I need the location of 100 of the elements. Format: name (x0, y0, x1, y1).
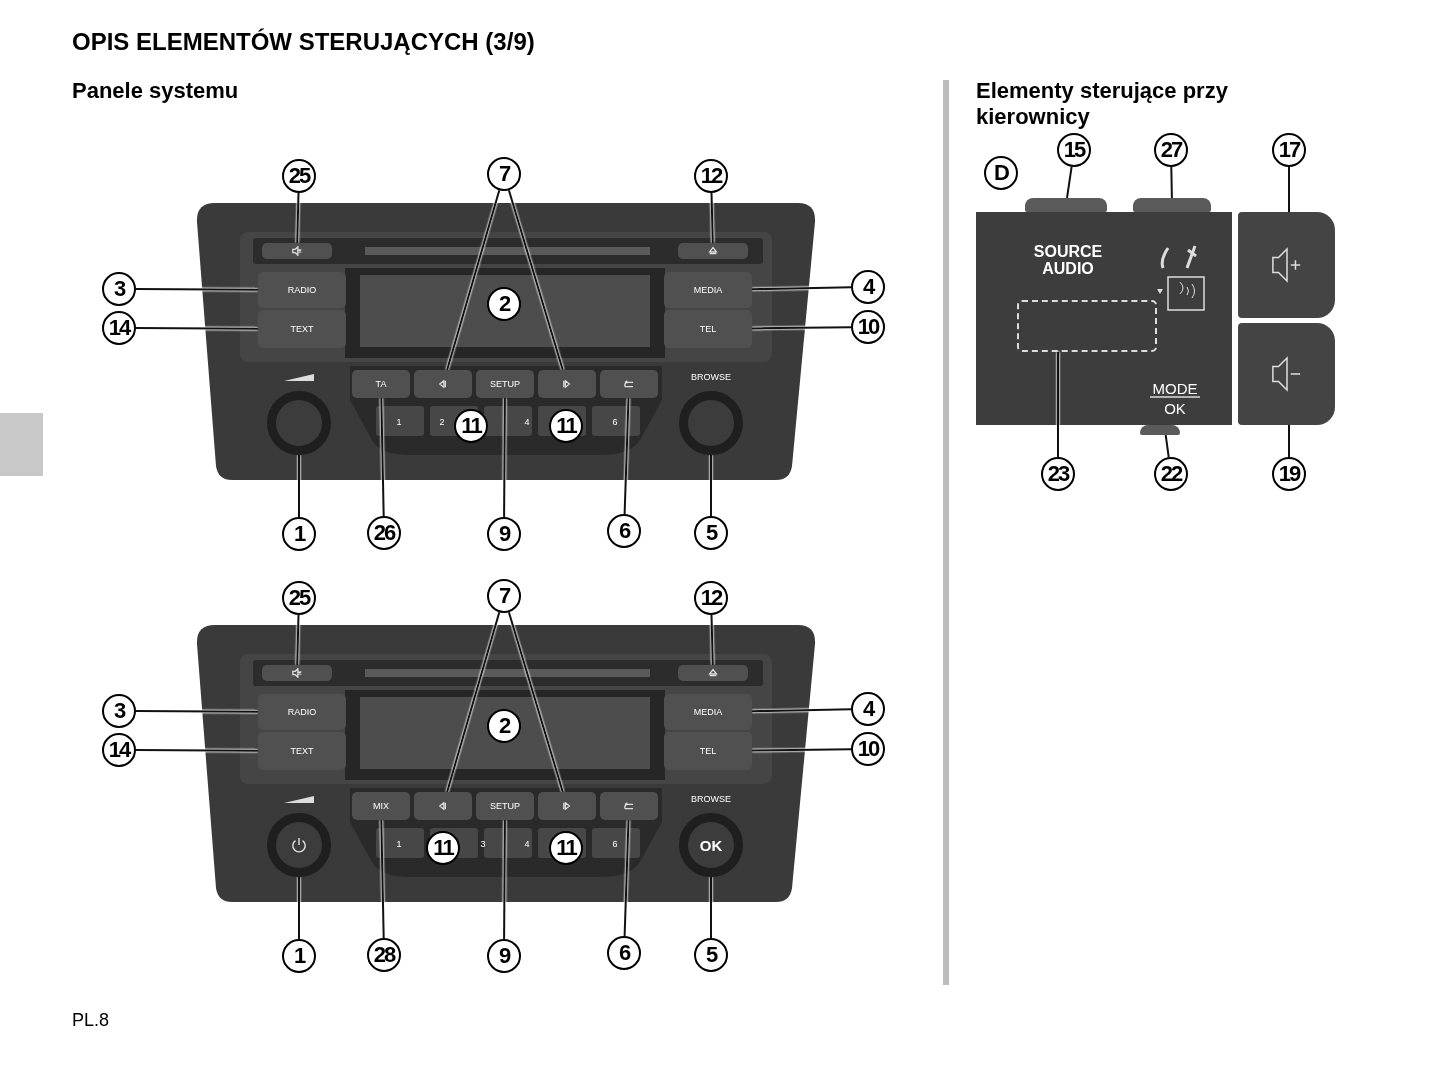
button: MIX (352, 792, 410, 820)
callout-number: 25 (282, 581, 316, 615)
callout-number: 7 (487, 157, 521, 191)
callout-number: 17 (1272, 133, 1306, 167)
callout-number: 6 (607, 936, 641, 970)
volume-down-button (1238, 323, 1335, 425)
button: SETUP (476, 370, 534, 398)
volume-up-button (1238, 212, 1335, 318)
callout-number: 5 (694, 516, 728, 550)
previous-track-button (414, 370, 472, 398)
mute-button (262, 243, 332, 259)
callout-number: 3 (102, 272, 136, 306)
back-button (600, 370, 658, 398)
leader-line (1057, 351, 1059, 458)
leader-line (1288, 166, 1290, 213)
leader-line (623, 397, 630, 515)
back-button (600, 792, 658, 820)
button-label: 6 (612, 417, 618, 427)
callout-number: 1 (282, 517, 316, 551)
leader-line (751, 708, 852, 713)
callout-number: 9 (487, 517, 521, 551)
callout-number: 10 (851, 310, 885, 344)
callout-number: 12 (694, 159, 728, 193)
leader-line (380, 819, 385, 939)
leader-line (298, 876, 300, 940)
previous-track-button (414, 792, 472, 820)
callout-number: 22 (1154, 457, 1188, 491)
button: TEXT (258, 732, 346, 770)
leader-line (1170, 166, 1173, 199)
button: SETUP (476, 792, 534, 820)
leader-line (135, 749, 259, 752)
callout-number: 19 (1272, 457, 1306, 491)
button-label: OK (1164, 399, 1186, 417)
section-heading: Panele systemu (72, 78, 239, 104)
button-label: 1 (396, 839, 402, 849)
leader-line (751, 748, 852, 752)
leader-line (296, 192, 300, 244)
leader-line (446, 611, 501, 793)
leader-line (710, 454, 712, 517)
eject-button (678, 243, 748, 259)
button-label: BROWSE (691, 372, 731, 382)
button-label: BROWSE (691, 794, 731, 804)
leader-line (380, 397, 385, 517)
section-heading: Elementy sterujące przy kierownicy (976, 78, 1229, 130)
callout-number: 4 (851, 692, 885, 726)
callout-number: 14 (102, 733, 136, 767)
callout-number: 7 (487, 579, 521, 613)
button-label: 4 (524, 839, 530, 849)
callout-number: D (984, 156, 1018, 190)
callout-number: 10 (851, 732, 885, 766)
mute-button (262, 665, 332, 681)
marked-area (1017, 300, 1157, 352)
leader-line (503, 397, 506, 518)
callout-number: 5 (694, 938, 728, 972)
leader-line (751, 326, 852, 330)
callout-number: 28 (367, 938, 401, 972)
leader-line (751, 286, 852, 291)
button: MEDIA (664, 272, 752, 308)
leader-line (507, 611, 564, 793)
leader-line (623, 819, 630, 937)
leader-line (135, 710, 259, 713)
callout-number: 14 (102, 311, 136, 345)
leader-line (298, 454, 300, 518)
thumb-wheel (1140, 425, 1180, 435)
leader-line (446, 189, 501, 371)
button-label: 6 (612, 839, 618, 849)
leader-line (135, 288, 259, 291)
button-label: MODE (1152, 379, 1198, 397)
eject-button (678, 665, 748, 681)
leader-line (507, 189, 564, 371)
leader-line (710, 614, 714, 666)
button-label: 3 (480, 839, 486, 849)
leader-line (710, 192, 714, 244)
callout-number: 1 (282, 939, 316, 973)
button-label: 2 (439, 417, 445, 427)
callout-number: 23 (1041, 457, 1075, 491)
page-title: OPIS ELEMENTÓW STERUJĄCYCH (3/9) (72, 28, 535, 56)
steering-button (1133, 198, 1211, 212)
leader-line (1066, 165, 1073, 199)
button: TEXT (258, 310, 346, 348)
button: MEDIA (664, 694, 752, 730)
button: RADIO (258, 694, 346, 730)
callout-number: 9 (487, 939, 521, 973)
callout-number: 27 (1154, 133, 1188, 167)
callout-number: 15 (1057, 133, 1091, 167)
next-track-button (538, 792, 596, 820)
button-label: 1 (396, 417, 402, 427)
button: RADIO (258, 272, 346, 308)
leader-line (296, 614, 300, 666)
next-track-button (538, 370, 596, 398)
button: TA (352, 370, 410, 398)
callout-number: 6 (607, 514, 641, 548)
leader-line (135, 327, 259, 330)
callout-number: 26 (367, 516, 401, 550)
button: TEL (664, 732, 752, 770)
button-label: 4 (524, 417, 530, 427)
leader-line (503, 819, 506, 940)
page-number: PL.8 (72, 1010, 110, 1031)
leader-line (1164, 434, 1170, 459)
callout-number: 3 (102, 694, 136, 728)
